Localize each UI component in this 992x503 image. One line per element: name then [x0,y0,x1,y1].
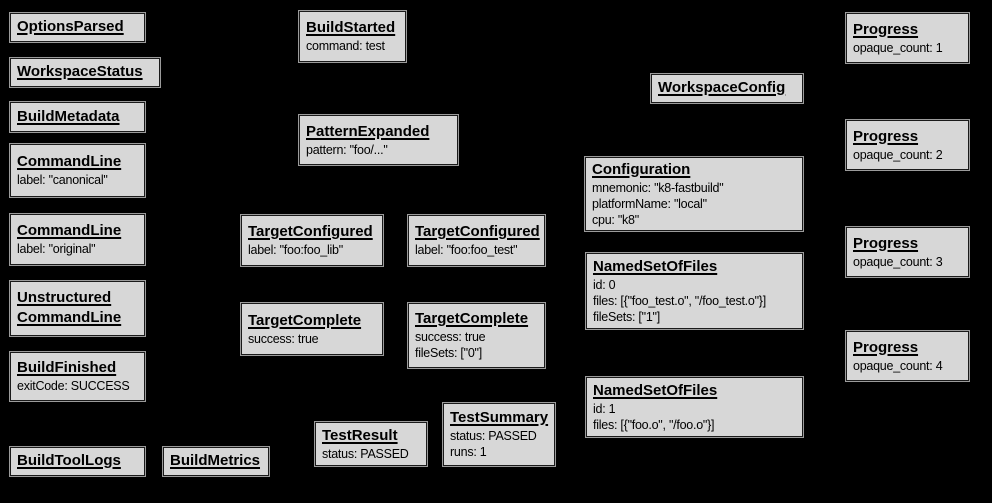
node-workspace-status: WorkspaceStatus [10,58,160,87]
node-title: BuildMetadata [17,107,120,125]
node-title: CommandLine [17,153,122,170]
node-target-complete-foo-test: TargetComplete success: true fileSets: [… [408,303,545,368]
node-prop: id: 1 [593,401,616,416]
node-prop: runs: 1 [450,445,487,459]
node-title: TestResult [322,426,398,444]
node-title: PatternExpanded [306,122,430,140]
node-title: BuildToolLogs [17,452,121,469]
node-title: BuildMetrics [170,452,261,469]
node-prop: platformName: "local" [592,196,707,211]
node-title: WorkspaceStatus [17,63,143,80]
node-prop: pattern: "foo/..." [306,142,388,157]
node-prop: files: [{"foo.o", "/foo.o"}] [593,417,715,432]
node-title: BuildStarted [306,19,396,36]
node-command-line-canonical: CommandLine label: "canonical" [10,144,145,197]
node-prop: label: "original" [17,242,96,256]
node-progress-1: Progress opaque_count: 1 [846,13,969,63]
node-test-summary: TestSummary status: PASSED runs: 1 [443,403,555,466]
node-build-finished: BuildFinished exitCode: SUCCESS [10,352,145,401]
node-prop: command: test [306,39,385,53]
node-title: TargetComplete [248,311,362,329]
node-title: Progress [853,127,919,145]
node-title: TargetConfigured [415,223,540,240]
node-prop: opaque_count: 1 [853,40,943,55]
node-unstructured-command-line: Unstructured CommandLine [10,281,145,336]
node-title: BuildFinished [17,359,117,376]
node-prop: mnemonic: "k8-fastbuild" [592,180,724,195]
node-target-configured-foo-test: TargetConfigured label: "foo:foo_test" [408,215,545,266]
node-title: TestSummary [450,409,549,426]
node-prop: label: "canonical" [17,173,108,187]
node-options-parsed: OptionsParsed [10,13,145,42]
node-title: NamedSetOfFiles [593,381,718,399]
node-pattern-expanded: PatternExpanded pattern: "foo/..." [299,115,458,165]
node-prop: exitCode: SUCCESS [17,379,130,393]
node-prop: fileSets: ["1"] [593,309,660,324]
node-title: Configuration [592,160,691,178]
node-workspace-config: WorkspaceConfig [651,74,803,103]
node-title: OptionsParsed [17,18,124,35]
node-prop: cpu: "k8" [592,212,639,227]
node-prop: opaque_count: 4 [853,358,943,373]
node-prop: fileSets: ["0"] [415,346,482,360]
node-prop: label: "foo:foo_lib" [248,243,343,257]
node-named-set-of-files-0: NamedSetOfFiles id: 0 files: [{"foo_test… [586,253,803,329]
node-prop: id: 0 [593,277,616,292]
node-progress-3: Progress opaque_count: 3 [846,227,969,277]
node-title: Progress [853,234,919,252]
node-test-result: TestResult status: PASSED [315,422,427,466]
node-progress-2: Progress opaque_count: 2 [846,120,969,170]
node-named-set-of-files-1: NamedSetOfFiles id: 1 files: [{"foo.o", … [586,377,803,437]
node-build-metadata: BuildMetadata [10,102,145,132]
node-prop: opaque_count: 2 [853,147,943,162]
node-title: Progress [853,20,919,38]
node-configuration: Configuration mnemonic: "k8-fastbuild" p… [585,157,803,231]
node-prop: status: PASSED [450,429,537,443]
node-prop: status: PASSED [322,446,409,461]
node-progress-4: Progress opaque_count: 4 [846,331,969,381]
node-prop: success: true [248,331,319,346]
node-title: WorkspaceConfig [658,79,786,96]
node-build-started: BuildStarted command: test [299,11,406,62]
node-title: NamedSetOfFiles [593,257,718,275]
node-build-tool-logs: BuildToolLogs [10,447,145,476]
node-title: Unstructured CommandLine [17,289,122,326]
node-title: TargetComplete [415,310,529,327]
node-prop: opaque_count: 3 [853,254,943,269]
node-title: TargetConfigured [248,223,373,240]
node-prop: files: [{"foo_test.o", "/foo_test.o"}] [593,293,766,308]
node-prop: label: "foo:foo_test" [415,243,518,257]
node-target-configured-foo-lib: TargetConfigured label: "foo:foo_lib" [241,215,383,266]
node-prop: success: true [415,330,486,344]
node-target-complete-foo-lib: TargetComplete success: true [241,303,383,355]
node-command-line-original: CommandLine label: "original" [10,214,145,265]
node-build-metrics: BuildMetrics [163,447,269,476]
node-title: CommandLine [17,222,122,239]
node-title: Progress [853,338,919,356]
